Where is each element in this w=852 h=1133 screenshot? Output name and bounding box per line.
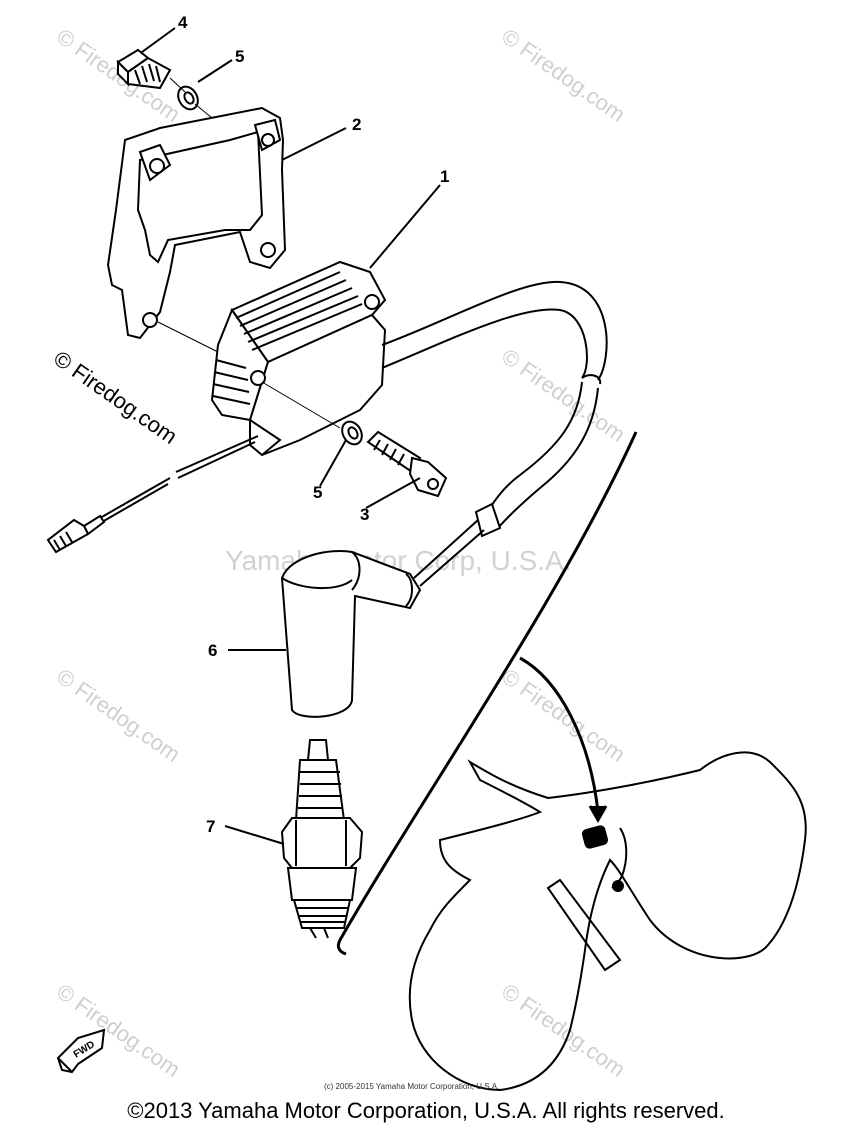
callout-1: 1	[440, 167, 449, 186]
watermark-firedog: © Firedog.com	[497, 664, 630, 767]
assembly-lines	[157, 77, 341, 429]
coil-location-marker	[581, 825, 609, 849]
watermark-firedog: © Firedog.com	[497, 979, 630, 1082]
callout-4: 4	[178, 13, 188, 32]
part-5-washer-top	[177, 85, 199, 111]
callout-6: 6	[208, 641, 217, 660]
part-4-bolt	[116, 48, 172, 90]
primary-wire	[46, 435, 259, 554]
motorcycle-silhouette	[408, 751, 807, 1092]
callout-2: 2	[352, 115, 361, 134]
callout-5-top: 5	[235, 47, 244, 66]
section-divider	[336, 431, 638, 956]
part-3-bolt	[366, 430, 448, 498]
callout-3: 3	[360, 505, 369, 524]
watermark-firedog: © Firedog.com	[497, 24, 630, 127]
fwd-arrow-icon: FWD	[56, 1028, 106, 1074]
part-2-bracket	[106, 106, 287, 340]
location-arrow	[519, 656, 608, 824]
small-copyright: (c) 2005-2015 Yamaha Motor Corporation, …	[324, 1082, 499, 1091]
watermark-firedog: © Firedog.com	[49, 346, 182, 449]
callout-labels: 1 2 3 4 5 5 6 7	[178, 13, 449, 836]
watermark-firedog: © Firedog.com	[52, 664, 185, 767]
callout-5-lower: 5	[313, 483, 322, 502]
part-5-washer-lower	[341, 420, 363, 446]
footer-copyright: ©2013 Yamaha Motor Corporation, U.S.A. A…	[127, 1098, 725, 1123]
part-7-spark-plug	[280, 739, 364, 939]
callout-leaders	[141, 27, 441, 845]
part-6-plug-cap	[280, 550, 422, 718]
part-1-ignition-coil	[210, 260, 387, 457]
high-tension-lead	[381, 280, 608, 587]
callout-7: 7	[206, 817, 215, 836]
